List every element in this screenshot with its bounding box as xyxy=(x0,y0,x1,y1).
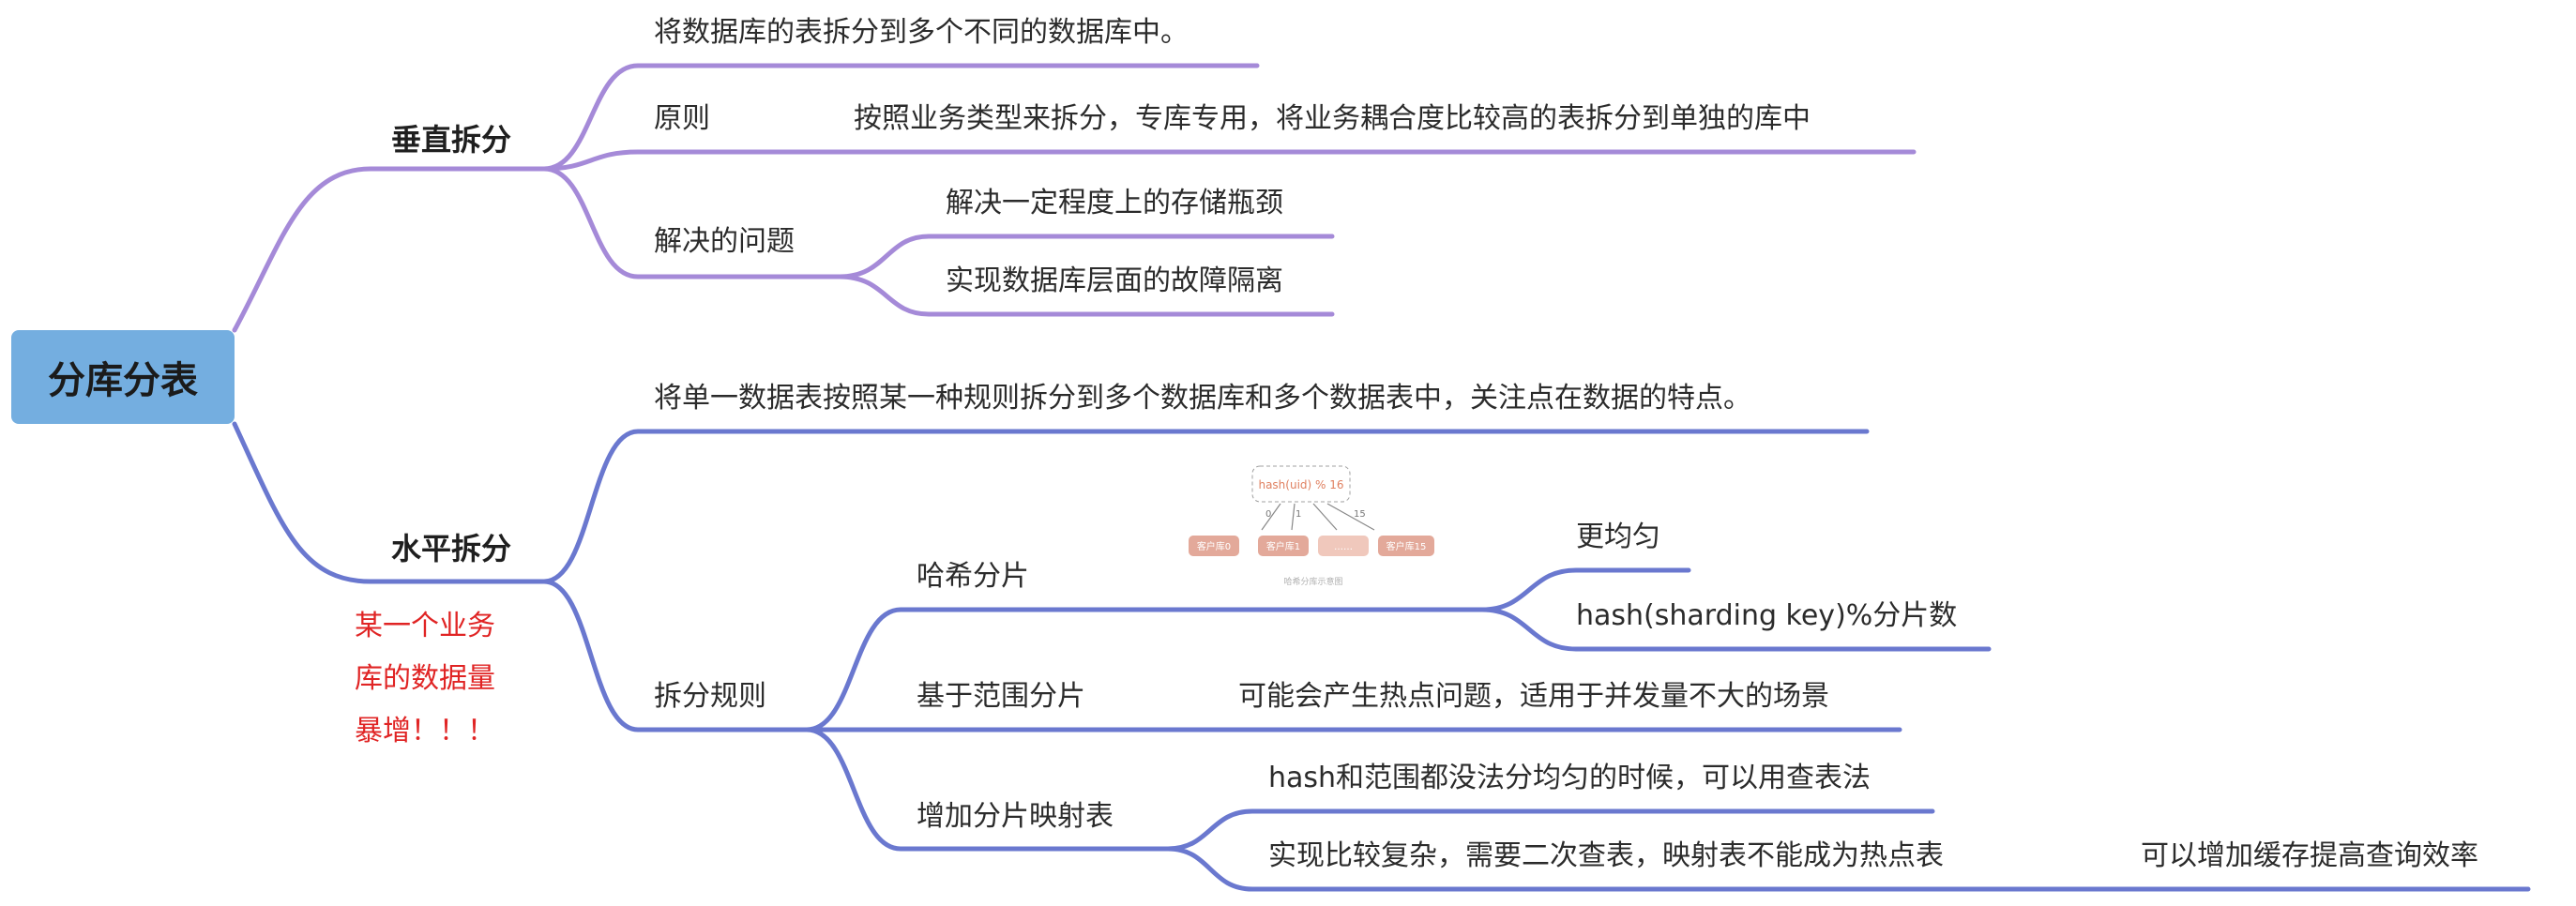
hash-point[interactable]: hash(sharding key)%分片数 xyxy=(1576,599,1958,632)
range-sharding-text[interactable]: 可能会产生热点问题，适用于并发量不大的场景 xyxy=(1238,680,1829,713)
thumb-formula: hash(uid) % 16 xyxy=(1258,478,1343,491)
link-root-horizontal xyxy=(232,421,547,584)
horizontal-definition[interactable]: 将单一数据表按照某一种规则拆分到多个数据库和多个数据表中，关注点在数据的特点。 xyxy=(654,382,1751,415)
horizontal-split-branch[interactable]: 水平拆分 xyxy=(391,531,512,566)
vertical-principle-label[interactable]: 原则 xyxy=(654,102,710,135)
link-horizontal-definition xyxy=(541,429,1870,584)
thumb-shard-label: …… xyxy=(1334,542,1353,552)
link-vertical-definition xyxy=(541,63,1260,172)
thumb-shard-label: 客户库1 xyxy=(1266,540,1300,552)
horizontal-note: 某一个业务 库的数据量 暴增！！！ xyxy=(355,610,495,747)
hash-diagram-thumbnail: hash(uid) % 16 0 1 15 客户库0 客户库1 …… 客户库15… xyxy=(1189,465,1434,587)
thumb-shard-box xyxy=(1378,536,1434,556)
link-solves-2 xyxy=(837,274,1335,317)
link-rules-hash xyxy=(804,607,1485,732)
link-root-vertical xyxy=(232,166,547,333)
thumb-caption: 哈希分库示意图 xyxy=(1283,576,1342,587)
vertical-solves-item[interactable]: 实现数据库层面的故障隔离 xyxy=(946,264,1283,297)
link-vertical-solves xyxy=(541,166,842,279)
link-horizontal-rules xyxy=(541,579,810,732)
vertical-solves-item[interactable]: 解决一定程度上的存储瓶颈 xyxy=(946,187,1283,219)
link-vertical-principle xyxy=(541,149,1917,172)
link-hash-2 xyxy=(1479,607,1992,652)
vertical-solves-label[interactable]: 解决的问题 xyxy=(654,225,795,258)
mapping-table-label[interactable]: 增加分片映射表 xyxy=(917,800,1114,833)
thumb-edge-label: 0 xyxy=(1265,509,1271,520)
mapping-extra[interactable]: 可以增加缓存提高查询效率 xyxy=(2141,839,2478,872)
thumb-shard-label: 客户库0 xyxy=(1197,540,1231,552)
split-rules-label[interactable]: 拆分规则 xyxy=(654,680,766,713)
link-solves-1 xyxy=(837,234,1335,279)
hash-point[interactable]: 更均匀 xyxy=(1576,521,1660,553)
range-sharding-label[interactable]: 基于范围分片 xyxy=(917,680,1085,713)
thumb-shard-label: 客户库15 xyxy=(1386,540,1427,552)
thumb-edge-label: 1 xyxy=(1296,509,1301,520)
thumb-shard-box xyxy=(1318,536,1369,556)
mapping-point[interactable]: 实现比较复杂，需要二次查表，映射表不能成为热点表 xyxy=(1268,839,1944,872)
thumb-shard-box xyxy=(1258,536,1309,556)
hash-sharding-label[interactable]: 哈希分片 xyxy=(917,560,1029,593)
thumb-formula-box xyxy=(1251,465,1351,503)
vertical-principle-text[interactable]: 按照业务类型来拆分，专库专用，将业务耦合度比较高的表拆分到单独的库中 xyxy=(854,102,1811,135)
thumb-shard-box xyxy=(1189,536,1239,556)
link-hash-1 xyxy=(1479,567,1691,612)
mapping-point[interactable]: hash和范围都没法分均匀的时候，可以用查表法 xyxy=(1268,762,1871,794)
root-node[interactable]: 分库分表 xyxy=(11,330,235,424)
vertical-definition[interactable]: 将数据库的表拆分到多个不同的数据库中。 xyxy=(654,16,1189,49)
thumb-edge-label: 15 xyxy=(1354,509,1366,520)
link-mapping-2 xyxy=(1165,846,2531,892)
link-rules-mapping xyxy=(804,727,1171,852)
vertical-split-branch[interactable]: 垂直拆分 xyxy=(391,122,512,158)
link-mapping-1 xyxy=(1165,808,1935,852)
